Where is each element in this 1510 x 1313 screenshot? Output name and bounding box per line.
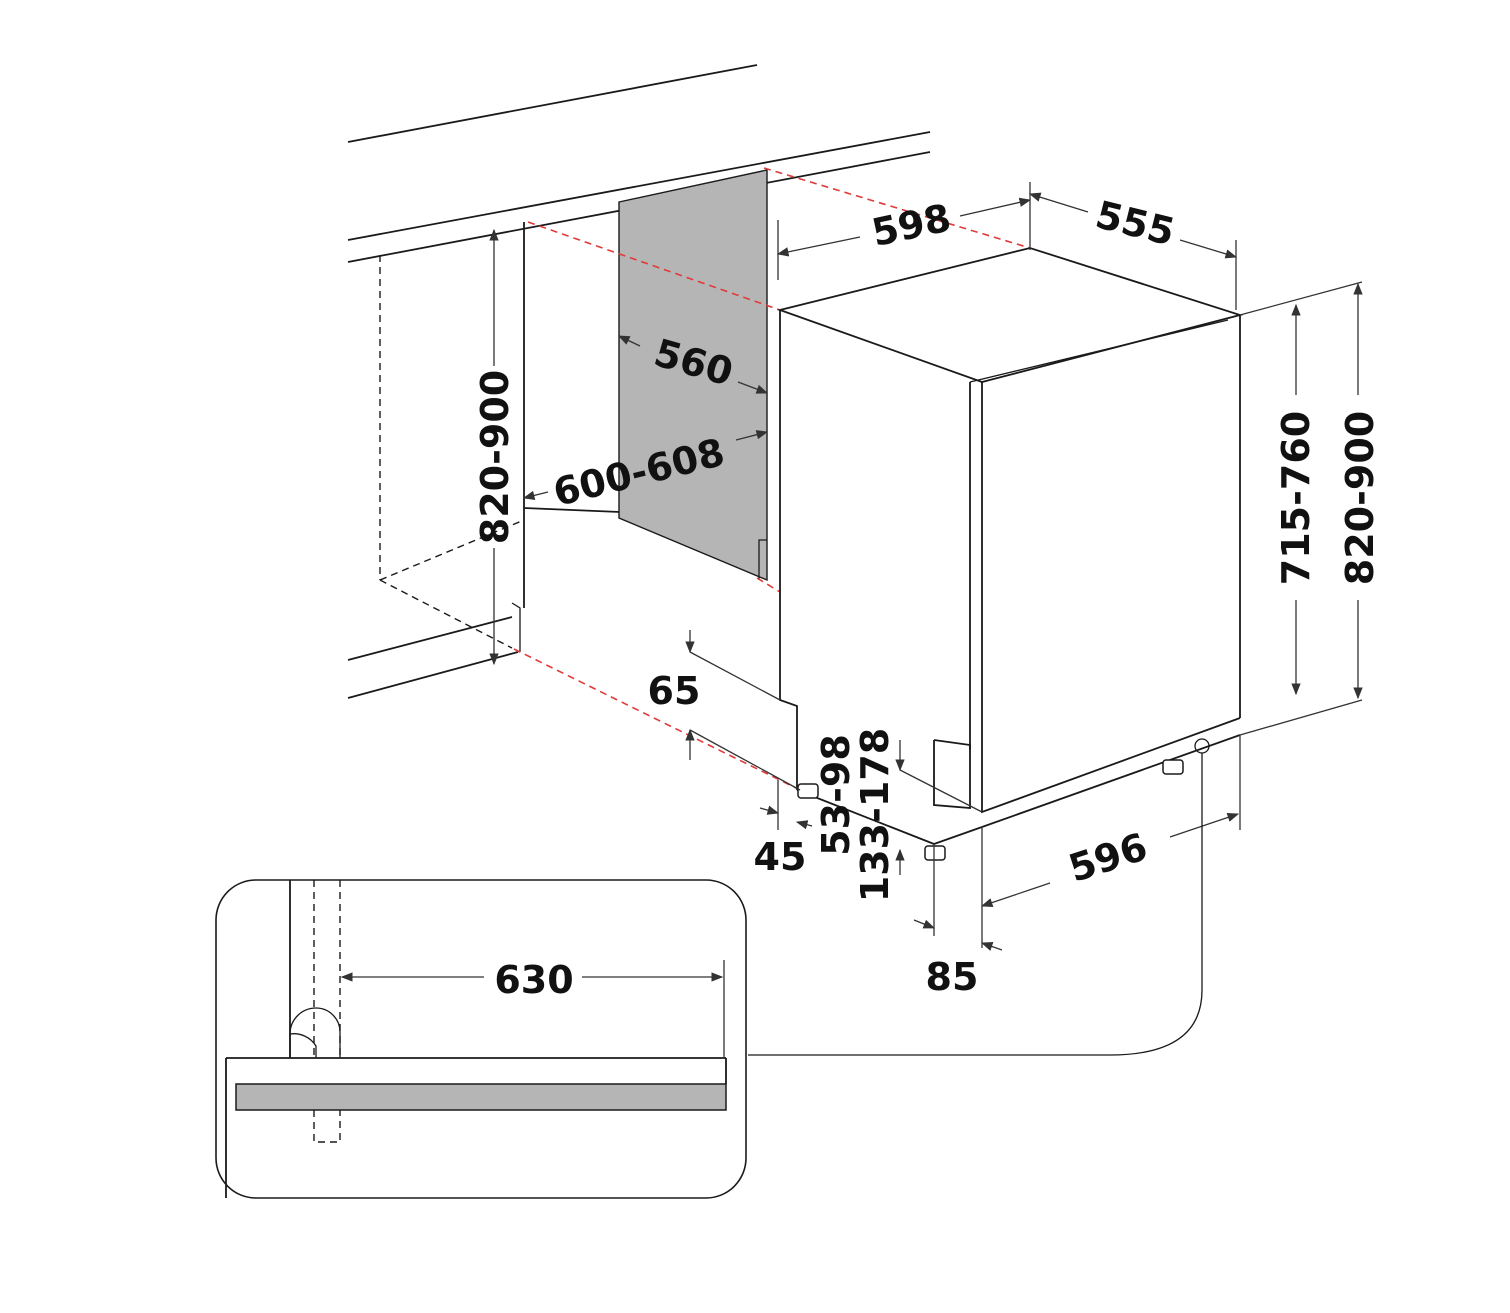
label-offset-45: 45 — [754, 835, 807, 879]
dishwasher-body — [776, 247, 1244, 845]
label-appliance-height: 820-900 — [1338, 411, 1382, 585]
label-range-53-98: 53-98 — [814, 734, 858, 856]
niche-bracket — [758, 539, 767, 580]
label-appliance-width-top: 598 — [868, 196, 955, 256]
label-front-width: 596 — [1063, 824, 1152, 890]
niche-outline — [347, 222, 621, 699]
label-niche-height: 820-900 — [473, 370, 517, 544]
hose-detail-inset — [215, 879, 747, 1199]
label-range-133-178: 133-178 — [853, 728, 897, 902]
label-door-height: 715-760 — [1274, 411, 1318, 585]
label-plinth-65: 65 — [648, 669, 701, 713]
label-appliance-depth: 555 — [1091, 192, 1179, 254]
niche-back-panel — [618, 169, 768, 582]
dimension-lines — [489, 182, 1363, 951]
label-offset-85: 85 — [926, 955, 979, 999]
inset-plinth — [235, 1083, 727, 1111]
label-inset-630: 630 — [494, 958, 573, 1002]
alignment-guides — [513, 167, 1031, 791]
inset-leader-line — [748, 753, 1203, 1056]
dishwasher-feet — [797, 759, 1184, 861]
